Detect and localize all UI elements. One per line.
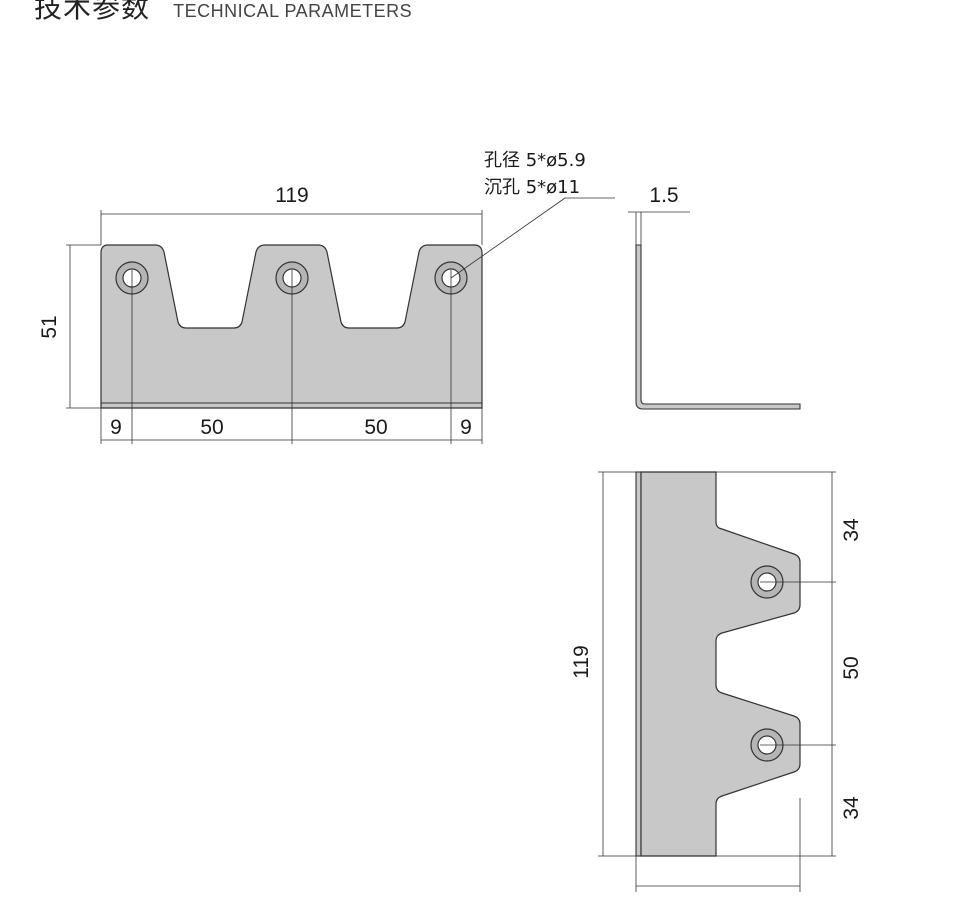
front-spacing-label-1: 9: [110, 416, 122, 439]
front-plate: [100, 244, 483, 409]
top-view: 119 34 50 34: [570, 471, 863, 892]
top-spacing-label-3: 34: [840, 796, 863, 820]
hole-note-diameter: 孔径 5*ø5.9: [484, 150, 586, 171]
front-spacing-label-3: 50: [364, 416, 387, 439]
front-height-label: 51: [38, 315, 61, 338]
side-view: 1.5: [628, 184, 801, 410]
top-flange-edge: [635, 471, 642, 857]
top-spacing-label-2: 50: [840, 656, 863, 679]
page-title: 技术参数: [34, 0, 151, 24]
top-spacing-label-1: 34: [840, 518, 863, 542]
front-spacing-label-4: 9: [460, 416, 472, 439]
front-spacing-label-2: 50: [200, 416, 223, 439]
hole-note-countersink: 沉孔 5*ø11: [484, 177, 580, 198]
side-profile: [635, 244, 801, 410]
top-length-label: 119: [570, 645, 593, 678]
top-plate: [640, 471, 801, 857]
page-subtitle: TECHNICAL PARAMETERS: [173, 1, 413, 21]
side-thickness-label: 1.5: [649, 184, 678, 207]
hole-callout-leader: [450, 197, 566, 279]
page-header: 技术参数 TECHNICAL PARAMETERS: [34, 0, 413, 24]
front-view: 119 51 9 50 50 9 孔径 5*ø5.9 沉孔 5*ø11: [38, 150, 615, 444]
front-width-label: 119: [275, 184, 308, 207]
